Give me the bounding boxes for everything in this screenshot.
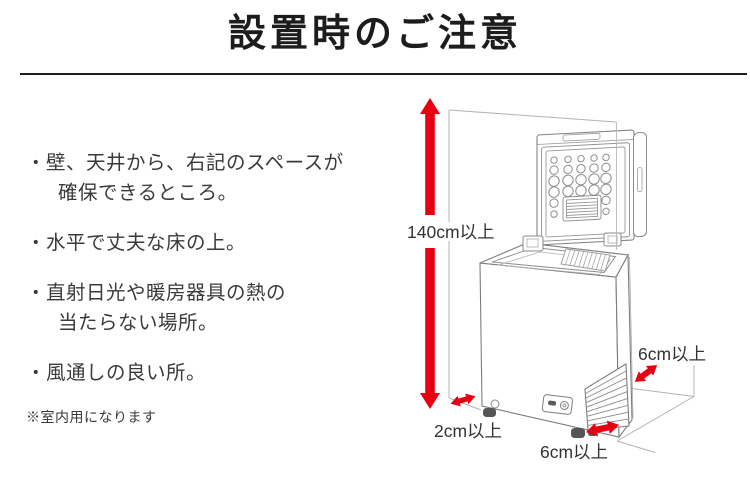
clearance-arrow-back	[450, 393, 476, 407]
page-title: 設置時のご注意	[227, 13, 522, 55]
floor-diagonal-line	[617, 396, 695, 441]
clearance-arrow-top	[420, 98, 440, 409]
note-item: ・壁、天井から、右記のスペースが 確保できるところ。	[26, 148, 411, 208]
label-backing	[405, 222, 504, 241]
freezer-foot-left	[483, 408, 496, 417]
installation-notes: ・壁、天井から、右記のスペースが 確保できるところ。 ・水平で丈夫な床の上。 ・…	[26, 148, 411, 426]
clearance-label-side-right: 6cm以上	[638, 344, 706, 364]
note-text: 当たらない場所。	[58, 312, 219, 334]
note-item: ・直射日光や暖房器具の熱の 当たらない場所。	[26, 278, 411, 338]
note-text: ・壁、天井から、右記のスペースが	[26, 152, 344, 174]
indoor-use-footnote: ※室内用になります	[26, 409, 157, 425]
clearance-label-top: 140cm以上	[407, 222, 495, 242]
lid-side-slot	[637, 167, 643, 193]
lid-side-strip	[633, 132, 647, 238]
note-text: ・風通しの良い所。	[26, 362, 207, 384]
note-text: 確保できるところ。	[58, 182, 238, 204]
wall-and-floor-lines	[448, 109, 695, 453]
freezer-corner-line	[629, 256, 634, 419]
clearance-arrow-side-right	[634, 365, 658, 382]
freezer-cavity	[497, 251, 611, 275]
clearance-arrow-side-front	[585, 420, 620, 437]
lid-inner-panel	[545, 146, 626, 238]
note-item: ・風通しの良い所。	[26, 358, 411, 388]
freezer-illustration	[479, 122, 647, 439]
clearance-label-side-front: 6cm以上	[540, 442, 608, 462]
power-switch	[548, 400, 557, 406]
note-item: ・水平で丈夫な床の上。	[26, 228, 411, 258]
control-panel	[541, 394, 574, 415]
floor-front-line	[616, 440, 656, 453]
freezer-foot-right	[571, 428, 585, 438]
drain-plug	[490, 399, 500, 409]
freezer-basket	[560, 248, 611, 272]
lid-grille	[562, 194, 602, 222]
clearance-arrows	[420, 98, 658, 437]
indicator-lamp	[559, 400, 569, 410]
wall-top-edge	[448, 109, 617, 123]
lid-dimple-pattern	[548, 153, 612, 218]
note-text: ・水平で丈夫な床の上。	[26, 232, 247, 254]
freezer-lid-open	[536, 129, 647, 246]
note-text: ・直射日光や暖房器具の熱の	[26, 282, 287, 304]
lid-handle-recess	[562, 132, 601, 142]
clearance-labels: 140cm以上 2cm以上 6cm以上 6cm以上	[405, 222, 706, 462]
clearance-label-back: 2cm以上	[434, 421, 502, 441]
title-divider	[20, 73, 747, 75]
floor-back-line	[631, 388, 695, 397]
